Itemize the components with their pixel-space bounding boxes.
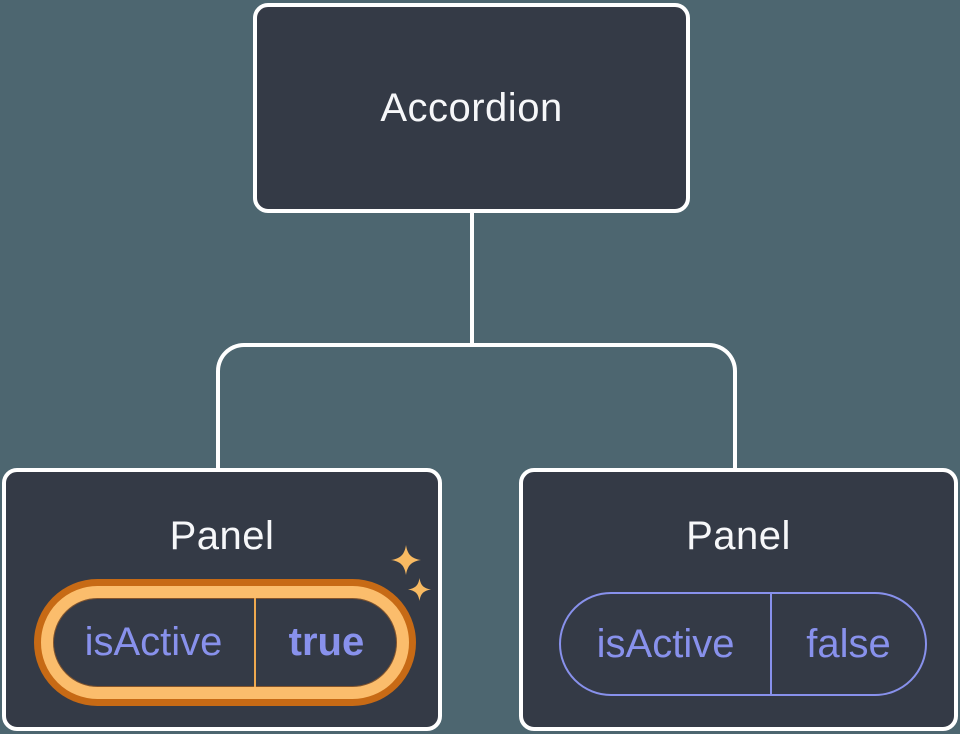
state-value-label: true bbox=[288, 620, 365, 664]
panel-node-label: Panel bbox=[169, 514, 275, 558]
connector-stem bbox=[470, 213, 474, 346]
connector-branch bbox=[216, 343, 737, 468]
state-pill-inactive: isActive false bbox=[559, 592, 927, 696]
accordion-node-label: Accordion bbox=[380, 85, 563, 130]
state-pill-active: isActive true bbox=[41, 586, 409, 699]
panel-node-active: Panel isActive true bbox=[2, 468, 442, 731]
accordion-node: Accordion bbox=[253, 3, 690, 213]
panel-node-inactive: Panel isActive false bbox=[519, 468, 958, 731]
state-key-label: isActive bbox=[561, 594, 773, 694]
panel-node-label: Panel bbox=[686, 514, 791, 558]
state-key-label: isActive bbox=[53, 598, 256, 687]
state-value-label: false bbox=[806, 621, 891, 666]
